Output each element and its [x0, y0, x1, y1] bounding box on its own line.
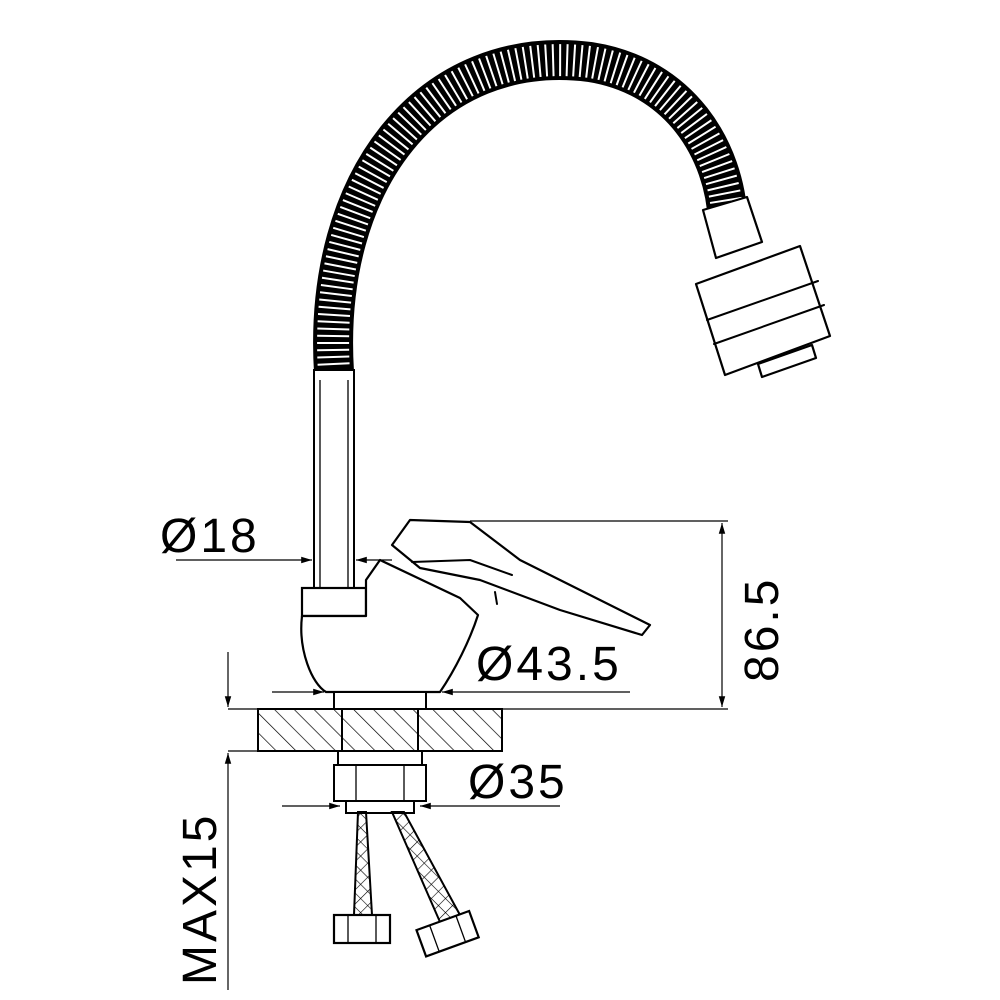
label-height: 86.5 — [736, 577, 789, 682]
hose-nut-right — [415, 909, 481, 958]
body-shell — [300, 558, 480, 694]
spray-head-collar — [701, 195, 764, 260]
supply-hoses — [332, 811, 481, 958]
dimension-max-thickness: MAX15 — [174, 652, 258, 990]
label-mount-diameter: Ø35 — [468, 756, 568, 809]
counter-left — [257, 708, 343, 752]
lever-handle — [390, 518, 652, 637]
spray-head-outlet — [756, 343, 818, 379]
mounting-nut — [333, 750, 427, 814]
spout-hose-ribs — [317, 44, 744, 373]
flexible-spout — [313, 40, 748, 374]
label-max-thickness: MAX15 — [174, 813, 227, 985]
label-body-diameter: Ø43.5 — [476, 638, 622, 691]
supply-hose-right — [390, 811, 462, 924]
dimension-mount-diameter: Ø35 — [282, 756, 568, 810]
supply-hose-left — [352, 811, 374, 916]
label-inlet-diameter: Ø18 — [160, 510, 260, 563]
riser-tube — [313, 369, 355, 589]
spout-hose-band — [313, 40, 748, 374]
dimension-body-diameter: Ø43.5 — [272, 638, 630, 696]
dimension-height: 86.5 — [470, 520, 789, 710]
dimension-inlet-diameter: Ø18 — [160, 510, 392, 564]
riser-pipe — [300, 369, 368, 618]
counter-top — [257, 691, 503, 752]
faucet-body — [300, 558, 480, 694]
spray-head-body — [694, 244, 832, 377]
riser-nut — [300, 586, 368, 618]
spray-head-ring-2 — [713, 304, 825, 345]
mount-shank — [341, 708, 419, 752]
hose-nut-left — [332, 913, 392, 945]
counter-right — [417, 708, 503, 752]
lever-shape — [390, 518, 652, 637]
spray-head-ring — [706, 280, 819, 321]
spray-head — [694, 195, 832, 379]
